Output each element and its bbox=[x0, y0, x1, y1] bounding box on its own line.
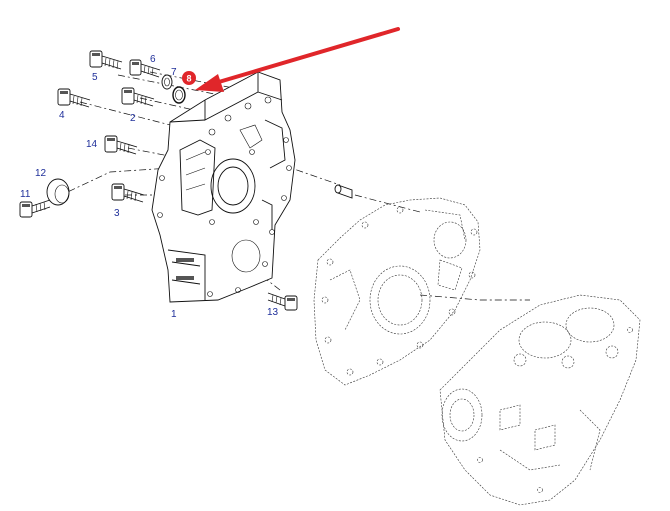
seal-ring-8[interactable] bbox=[172, 86, 186, 104]
bolt-3[interactable] bbox=[111, 183, 145, 203]
label-part-3[interactable]: 3 bbox=[114, 208, 120, 219]
label-part-2[interactable]: 2 bbox=[130, 113, 136, 124]
washer-7[interactable] bbox=[161, 74, 173, 90]
front-cover-housing-1[interactable] bbox=[151, 71, 296, 303]
part-8-badge[interactable]: 8 bbox=[182, 71, 196, 85]
bolt-11[interactable] bbox=[19, 199, 51, 218]
assembly-guide-lines bbox=[54, 71, 530, 301]
dowel-pin bbox=[334, 184, 353, 199]
bolt-4[interactable] bbox=[57, 88, 91, 108]
ghost-gear-case bbox=[313, 197, 481, 386]
label-part-1[interactable]: 1 bbox=[171, 309, 177, 320]
label-part-5[interactable]: 5 bbox=[92, 72, 98, 83]
bolt-14[interactable] bbox=[104, 135, 138, 155]
bolt-6[interactable] bbox=[129, 59, 161, 78]
label-part-7[interactable]: 7 bbox=[171, 67, 177, 78]
label-part-13[interactable]: 13 bbox=[267, 307, 279, 318]
cover-plug-12[interactable] bbox=[46, 178, 70, 206]
label-part-4[interactable]: 4 bbox=[59, 110, 65, 121]
bolt-5[interactable] bbox=[89, 50, 123, 70]
bolt-2[interactable] bbox=[121, 87, 155, 107]
highlight-arrow bbox=[195, 27, 400, 92]
label-part-8[interactable]: 8 bbox=[186, 74, 191, 84]
part-labels: 5 6 7 4 2 14 12 11 3 1 13 bbox=[20, 54, 279, 320]
label-part-12[interactable]: 12 bbox=[35, 168, 47, 179]
ghost-engine-block bbox=[439, 294, 641, 506]
label-part-6[interactable]: 6 bbox=[150, 54, 156, 65]
label-part-11[interactable]: 11 bbox=[20, 189, 31, 200]
label-part-14[interactable]: 14 bbox=[86, 139, 98, 150]
bolt-13[interactable] bbox=[267, 292, 298, 311]
